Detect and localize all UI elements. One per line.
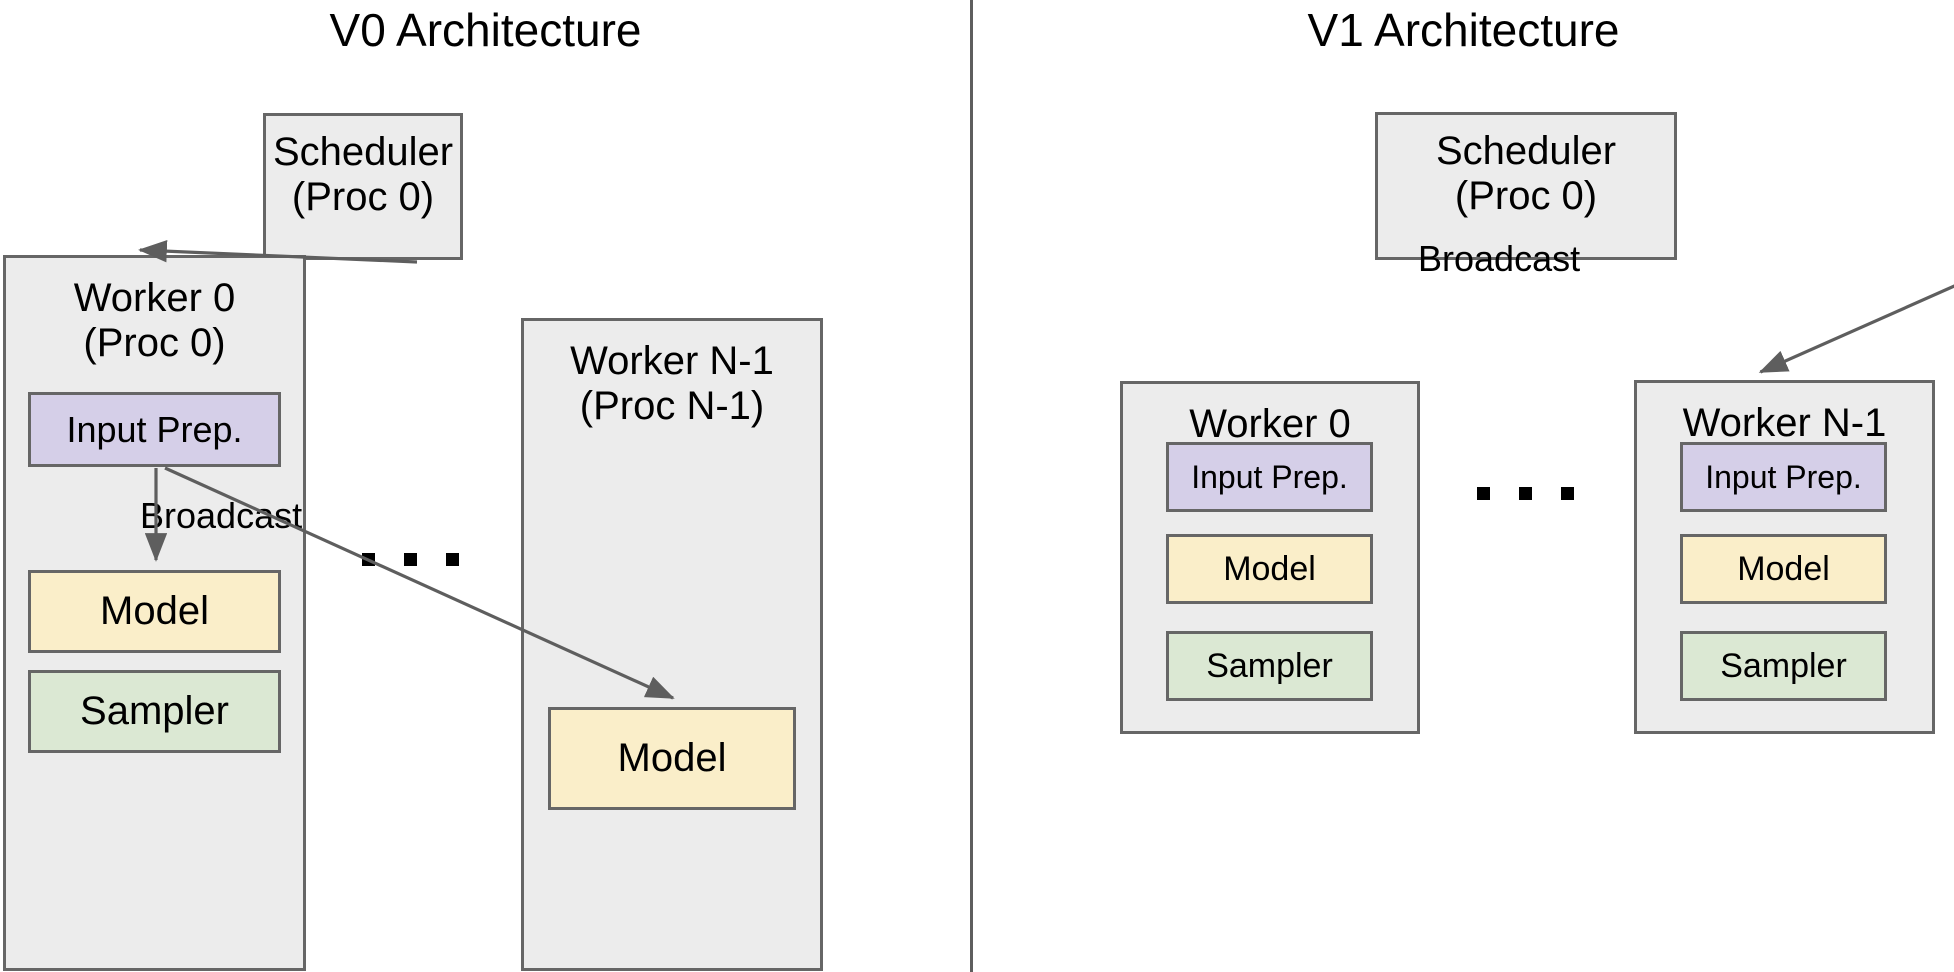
v1-worker-0-model-box[interactable]: Model xyxy=(1166,534,1373,604)
v0-worker-n-box[interactable]: Worker N-1 (Proc N-1) xyxy=(521,318,823,971)
v1-worker-0-sampler-box[interactable]: Sampler xyxy=(1166,631,1373,701)
v1-broadcast-label: Broadcast xyxy=(1418,238,1581,279)
v1-arrow-scheduler-to-worker0 xyxy=(1758,284,1954,374)
ellipsis-dot xyxy=(1477,487,1490,500)
v1-scheduler-label: Scheduler (Proc 0) xyxy=(1435,129,1617,218)
panel-divider xyxy=(970,0,973,972)
v0-panel-title: V0 Architecture xyxy=(329,4,642,56)
v1-worker-n-sampler-box[interactable]: Sampler xyxy=(1680,631,1887,701)
ellipsis-dot xyxy=(404,553,417,566)
v0-ellipsis xyxy=(362,553,459,566)
v0-worker-0-sampler-box[interactable]: Sampler xyxy=(28,670,281,753)
v0-broadcast-label: Broadcast xyxy=(140,495,303,536)
ellipsis-dot xyxy=(362,553,375,566)
v1-worker-n-input-prep-box[interactable]: Input Prep. xyxy=(1680,442,1887,512)
v0-worker-n-model-box[interactable]: Model xyxy=(548,707,796,810)
v0-worker-0-model-box[interactable]: Model xyxy=(28,570,281,653)
v1-ellipsis xyxy=(1477,487,1574,500)
v0-scheduler-box[interactable]: Scheduler (Proc 0) xyxy=(263,113,463,260)
v1-worker-0-input-prep-box[interactable]: Input Prep. xyxy=(1166,442,1373,512)
ellipsis-dot xyxy=(446,553,459,566)
v0-architecture-panel: V0 Architecture Scheduler (Proc 0) Worke… xyxy=(0,0,971,972)
v1-panel-title: V1 Architecture xyxy=(1307,4,1620,56)
v1-architecture-panel: V1 Architecture Scheduler (Proc 0) Broad… xyxy=(973,0,1954,972)
v0-worker-n-label: Worker N-1 (Proc N-1) xyxy=(570,339,774,428)
v0-worker-0-label: Worker 0 (Proc 0) xyxy=(73,276,236,365)
v1-worker-n-model-box[interactable]: Model xyxy=(1680,534,1887,604)
v0-scheduler-label: Scheduler (Proc 0) xyxy=(272,130,454,219)
ellipsis-dot xyxy=(1519,487,1532,500)
v1-scheduler-box[interactable]: Scheduler (Proc 0) xyxy=(1375,112,1677,260)
ellipsis-dot xyxy=(1561,487,1574,500)
v0-worker-0-input-prep-box[interactable]: Input Prep. xyxy=(28,392,281,467)
